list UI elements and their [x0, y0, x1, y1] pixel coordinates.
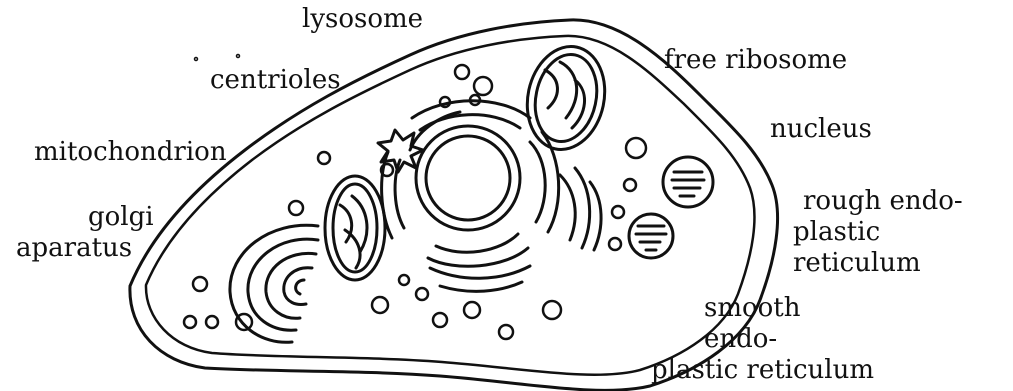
label-rough-er-line2: plastic reticulum	[793, 217, 1013, 279]
rough-er-shape	[382, 101, 601, 292]
mitochondrion-left	[325, 176, 385, 280]
label-smooth-er-line2: plastic reticulum	[651, 355, 881, 386]
label-smooth-er-line1: smooth endo-	[651, 293, 881, 355]
label-free-ribosome: free ribosome	[664, 45, 847, 76]
label-golgi-apparatus: golgi aparatus	[16, 202, 156, 264]
label-smooth-er: smooth endo- plastic reticulum	[651, 293, 881, 386]
label-rough-er: rough endo- plastic reticulum	[793, 186, 1013, 279]
label-mitochondrion: mitochondrion	[34, 137, 227, 168]
lysosome-shapes	[629, 157, 713, 258]
label-golgi-line1: golgi	[16, 202, 156, 233]
label-centrioles: centrioles	[210, 65, 341, 96]
label-golgi-line2: aparatus	[16, 233, 156, 264]
nucleus-shape	[410, 112, 520, 230]
label-nucleus: nucleus	[770, 114, 872, 145]
mitochondrion-top	[518, 39, 614, 157]
vesicle-shapes	[184, 65, 646, 339]
golgi-apparatus-shape	[230, 225, 318, 342]
label-rough-er-line1: rough endo-	[793, 186, 1013, 217]
stray-dots	[195, 55, 240, 61]
label-lysosome: lysosome	[302, 4, 423, 35]
